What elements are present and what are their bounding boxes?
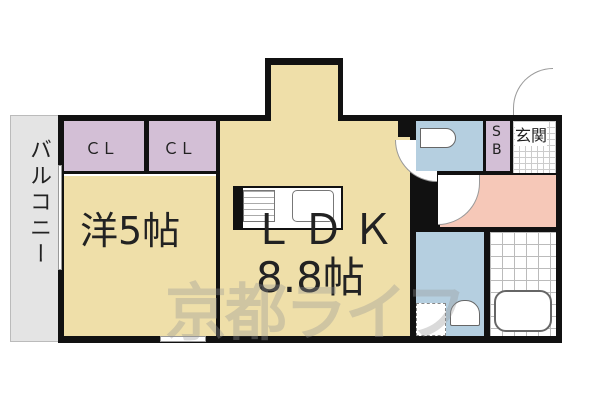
ldk-label: ＬＤＫ	[252, 205, 403, 254]
washing-machine-space	[416, 303, 446, 336]
bathtub-icon	[494, 290, 552, 332]
shoe-box-label-bottom: B	[492, 142, 502, 158]
ldk-cutout	[398, 115, 416, 137]
toilet-icon	[420, 128, 456, 148]
closet-1-label: ＣＬ	[85, 139, 118, 158]
balcony	[10, 115, 60, 342]
closet-1	[64, 121, 144, 171]
entrance-door-arc	[513, 68, 553, 115]
closet-2	[149, 121, 216, 171]
closet-2-label: ＣＬ	[163, 139, 196, 158]
western-room-label: 洋5帖	[80, 209, 181, 253]
sink-icon	[292, 190, 334, 222]
western-room	[64, 174, 216, 336]
shoe-box-label-top: S	[492, 124, 501, 140]
entrance-label: 玄関	[515, 122, 548, 146]
ldk-alcove	[271, 65, 338, 125]
balcony-label: バルコニー	[26, 138, 51, 268]
bottom-window	[160, 336, 206, 342]
washbasin-icon	[450, 300, 480, 326]
watermark: 京都ライフ	[165, 276, 467, 349]
ldk-size: 8.8帖	[256, 253, 365, 302]
stove-icon	[243, 190, 275, 222]
shoe-box	[486, 121, 510, 171]
balcony-window	[58, 165, 62, 270]
